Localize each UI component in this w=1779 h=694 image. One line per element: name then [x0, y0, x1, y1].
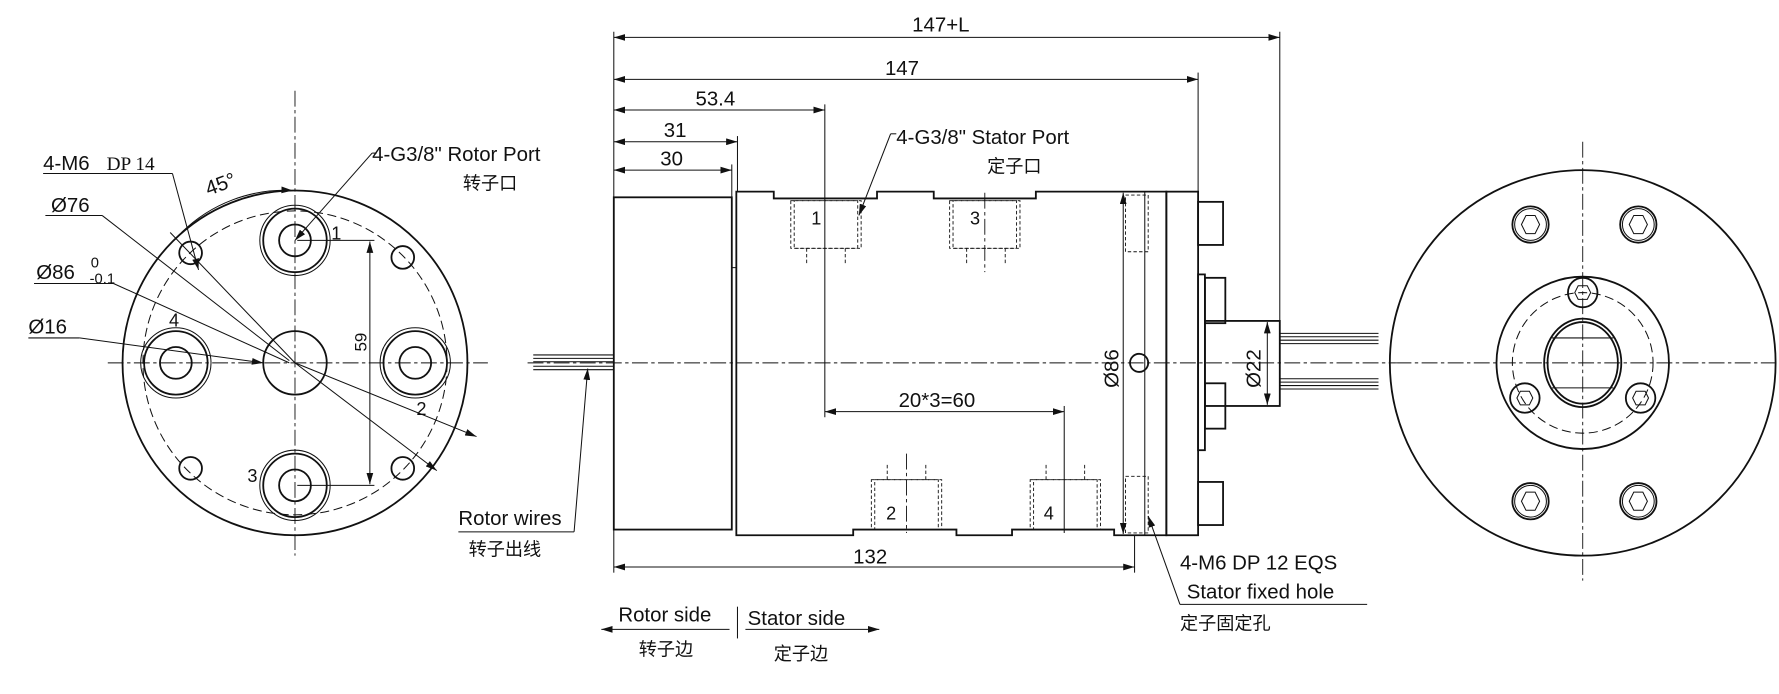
- rotor-wires-label-cn: 转子出线: [469, 540, 542, 561]
- rotor-port-label: 4-G3/8" Rotor Port: [372, 144, 541, 166]
- stator-tube: [1204, 320, 1281, 407]
- d86-tol-lower: -0.1: [90, 271, 115, 287]
- dim-d86: Ø86: [1102, 349, 1124, 388]
- rotor-side-label-cn: 转子边: [639, 639, 693, 660]
- mount-holes: [178, 240, 416, 481]
- stator-side-label-cn: 定子边: [774, 644, 828, 665]
- stator-end-view: [1388, 141, 1777, 581]
- d76-label: Ø76: [51, 195, 90, 217]
- hidden-stator-ports: [790, 192, 1149, 534]
- dim-59-label: 59: [351, 333, 370, 352]
- end-plate: [1197, 273, 1206, 452]
- rotor-port-label-cn: 转子口: [463, 173, 517, 194]
- rotor-body: [612, 196, 733, 531]
- mount-depth-label: DP 14: [107, 154, 155, 175]
- mount-holes-label: 4-M6: [43, 153, 90, 175]
- rotor-end-view: 4-G3/8" Rotor Port 转子口 4-M6 DP 14 45° Ø7…: [28, 90, 541, 556]
- port-3-label: 3: [247, 466, 257, 486]
- dim-d22: Ø22: [1243, 349, 1265, 388]
- dim-53-4: 53.4: [695, 88, 735, 110]
- dim-132: 132: [853, 547, 887, 569]
- stator-flange: [1165, 190, 1200, 537]
- dim-total: 147+L: [912, 15, 969, 37]
- rotor-wires: [533, 354, 614, 371]
- stator-hole-spec: 4-M6 DP 12 EQS: [1180, 552, 1337, 574]
- dim-port-spacing: 20*3=60: [899, 390, 976, 412]
- stator-hole-label: Stator fixed hole: [1187, 582, 1335, 604]
- stator-port-2: 2: [886, 503, 896, 523]
- stator-port-1: 1: [811, 209, 821, 229]
- port-4-label: 4: [169, 311, 179, 331]
- angle-label: 45°: [203, 169, 240, 200]
- port-2-label: 2: [416, 399, 426, 419]
- stator-hole-label-cn: 定子固定孔: [1180, 613, 1271, 634]
- d86-tol-upper: 0: [91, 256, 99, 272]
- stator-side-label: Stator side: [748, 608, 846, 630]
- outer-circle: [121, 189, 469, 537]
- dim-30: 30: [660, 149, 683, 171]
- hex-bolts: [1509, 205, 1658, 521]
- rotor-wires-label: Rotor wires: [458, 508, 561, 530]
- stator-port-label-cn: 定子口: [987, 156, 1041, 177]
- dim-147: 147: [885, 58, 919, 80]
- stator-port-3: 3: [970, 209, 980, 229]
- stator-port-4: 4: [1044, 503, 1054, 523]
- stator-wires: [1279, 332, 1379, 390]
- side-view: 147+L 147 53.4 31 30 20*3=60 132 Ø86 Ø22…: [458, 15, 1396, 665]
- d16-label: Ø16: [28, 316, 67, 338]
- bolt-heads: [1197, 200, 1227, 526]
- stator-port-label: 4-G3/8" Stator Port: [896, 127, 1069, 149]
- vent-hole: [1129, 352, 1150, 373]
- port-1-label: 1: [331, 223, 341, 243]
- d86-label: Ø86: [36, 262, 75, 284]
- dim-31: 31: [664, 120, 687, 142]
- rotor-side-label: Rotor side: [618, 604, 711, 626]
